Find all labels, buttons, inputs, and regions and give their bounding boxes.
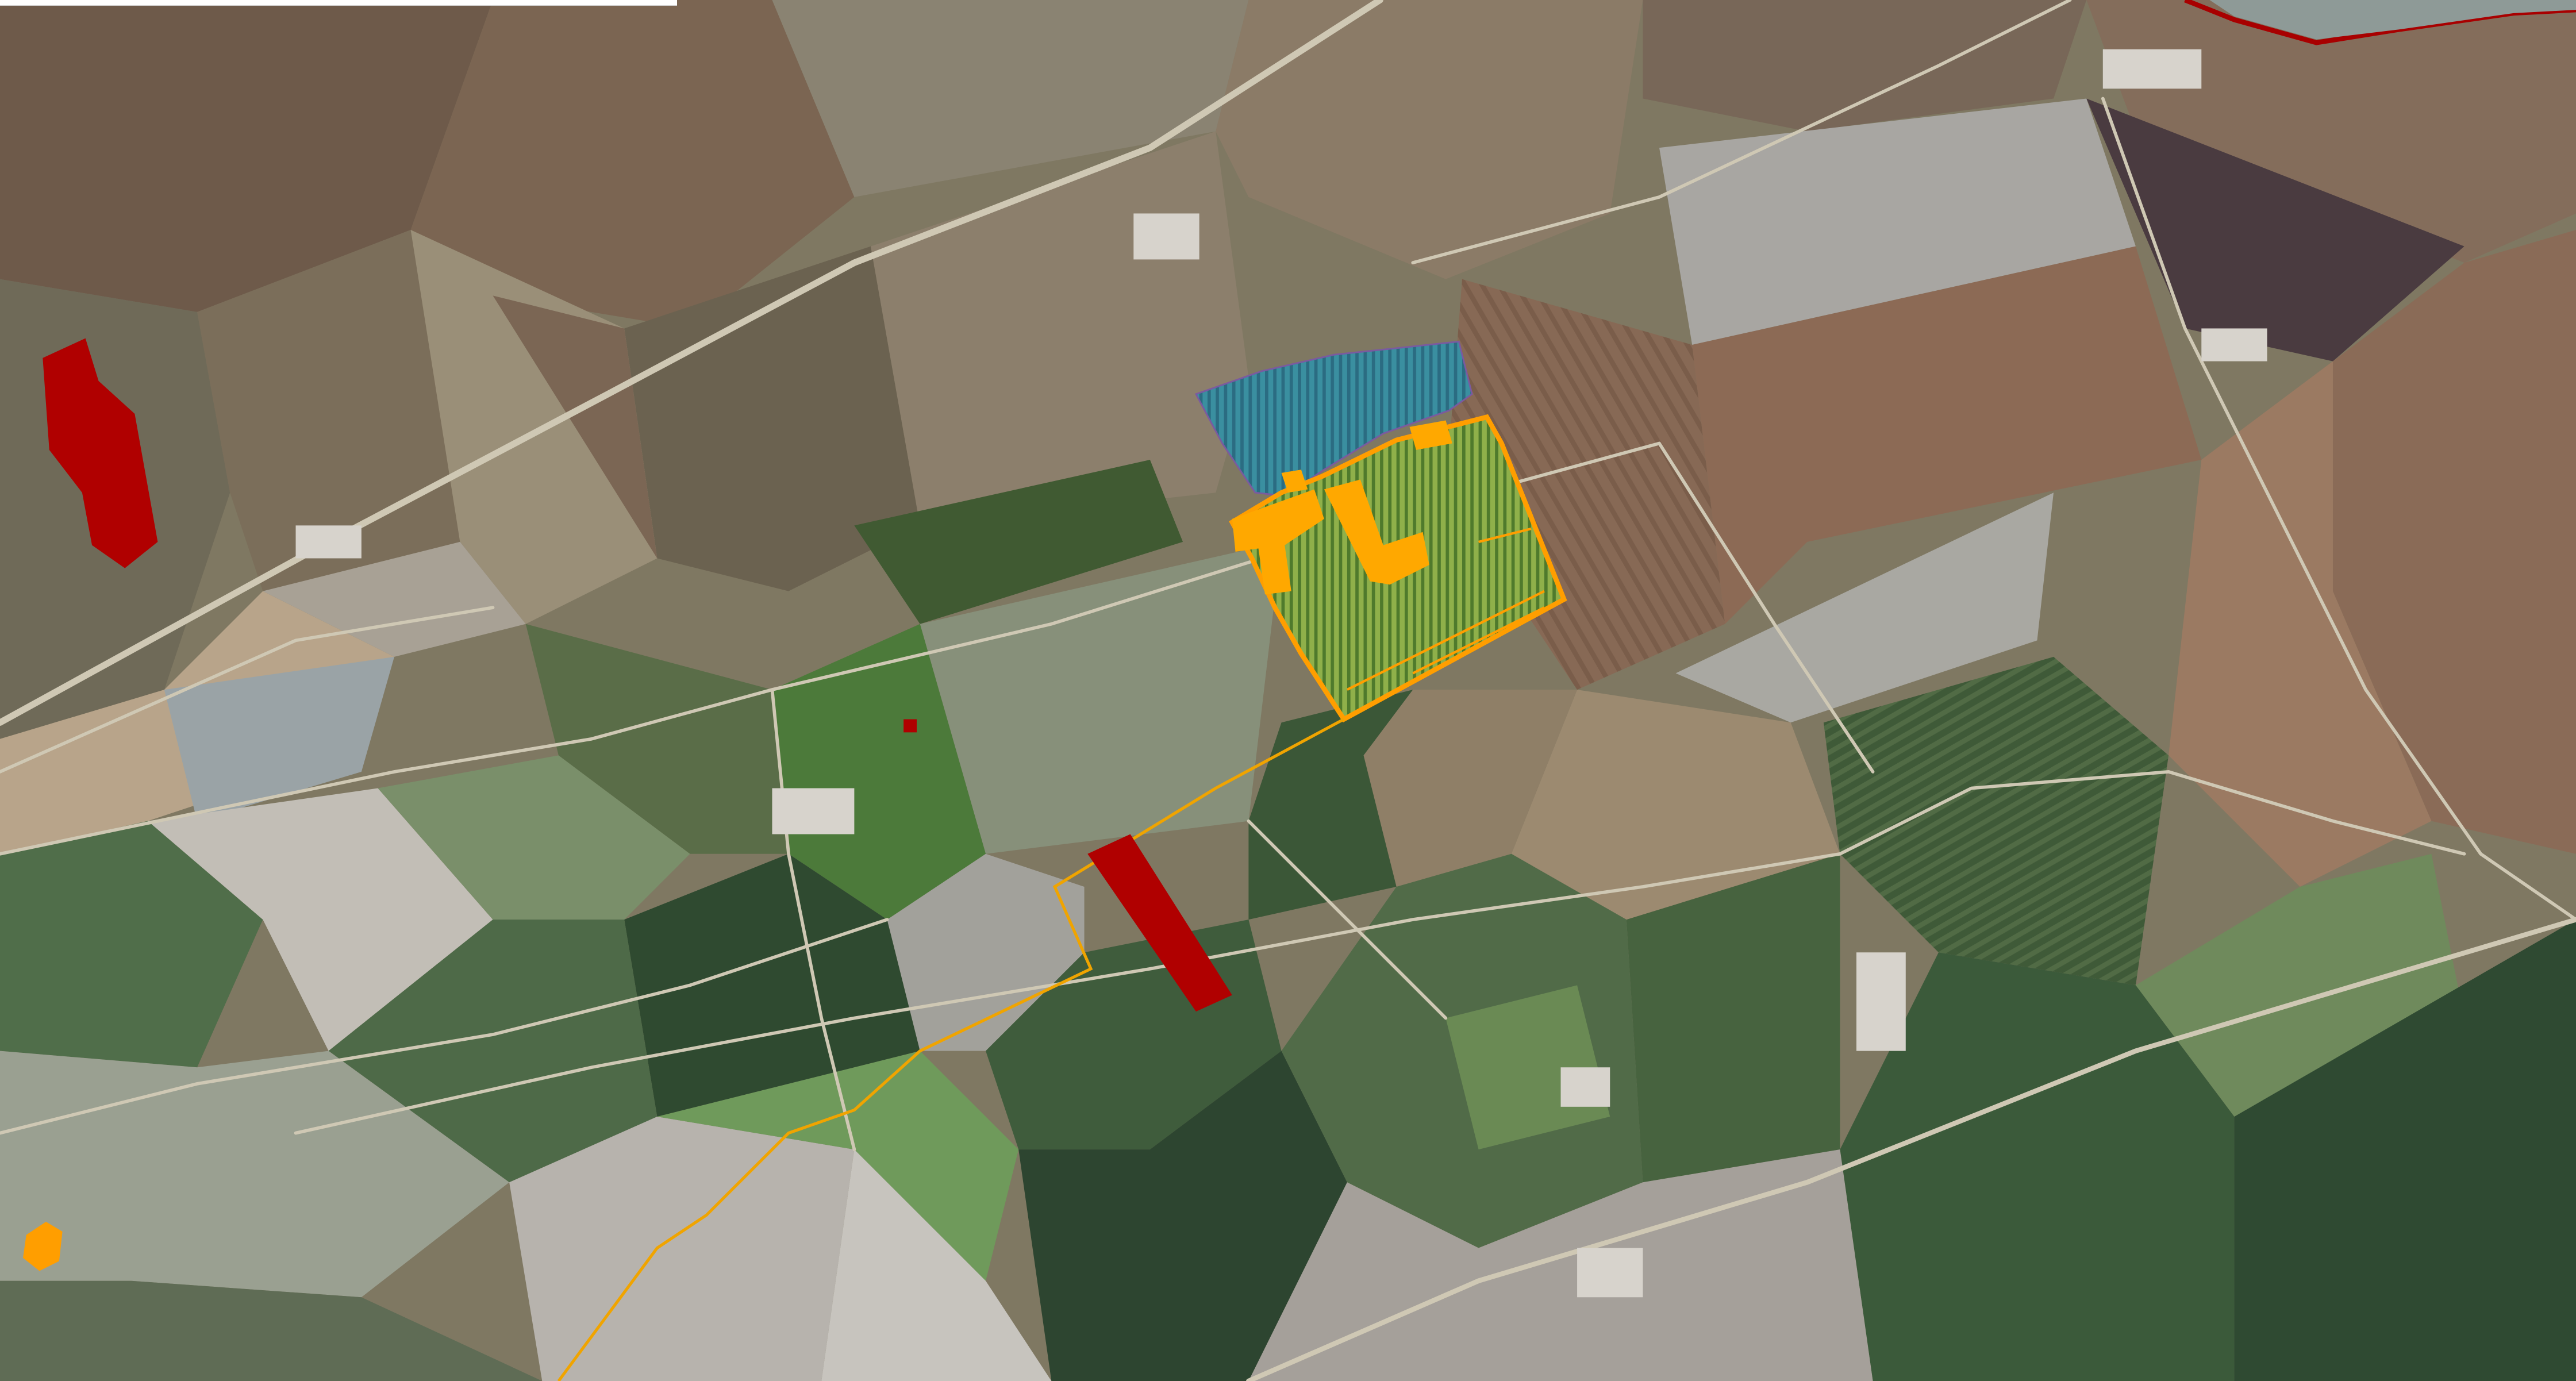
red-point[interactable]: [903, 719, 917, 733]
orange-point[interactable]: [23, 1221, 63, 1271]
project-site-internal-lines: [1346, 527, 1545, 691]
grey-area-ne: [2209, 0, 2576, 40]
settlement-layer: [295, 49, 2267, 1298]
top-left-panel-edge: [0, 0, 677, 6]
teal-hatched-area[interactable]: [1194, 340, 1473, 497]
cable-route[interactable]: [557, 718, 1345, 1381]
project-site-blocks: [1232, 420, 1452, 595]
red-parcel-south[interactable]: [1087, 834, 1232, 1012]
red-boundary-ne: [2184, 0, 2576, 45]
red-parcel-west[interactable]: [43, 338, 158, 568]
